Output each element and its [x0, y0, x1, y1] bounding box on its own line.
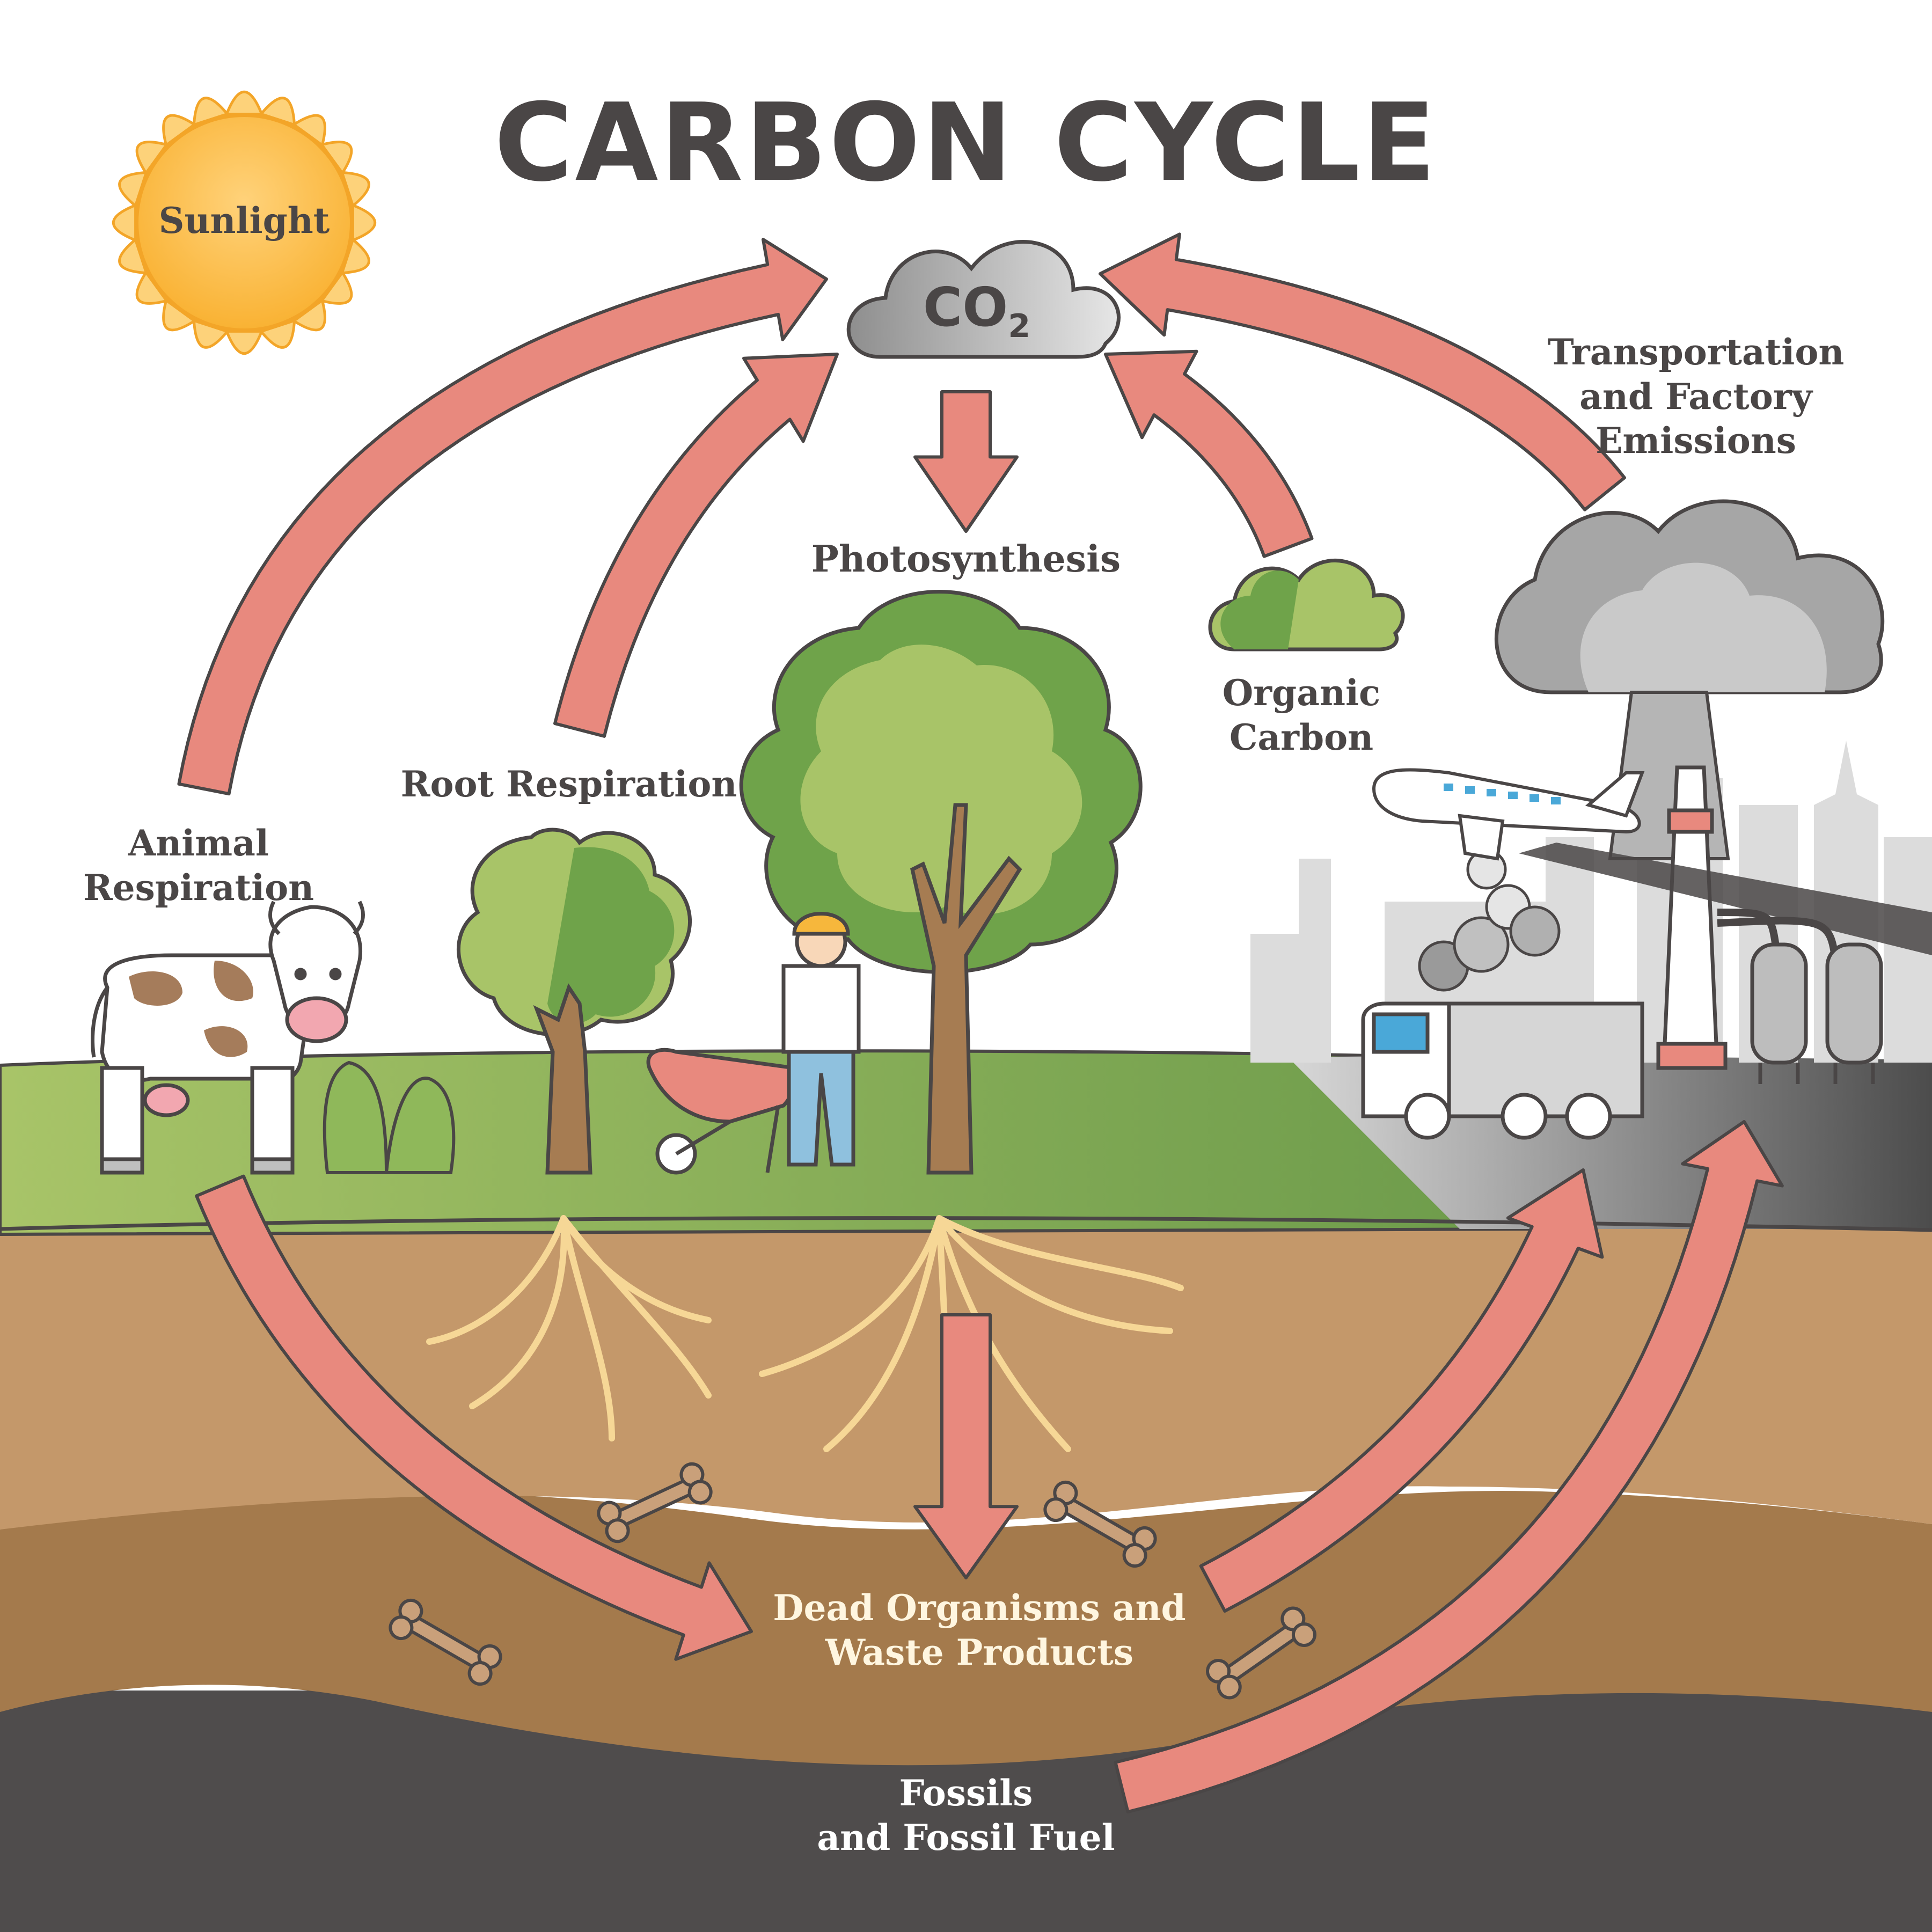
fossils-label: Fossils and Fossil Fuel: [817, 1772, 1115, 1858]
sun-ray: [224, 90, 264, 116]
shrubs: [323, 1060, 456, 1174]
sun-ray: [340, 171, 370, 208]
farmer-with-wheelbarrow: [646, 912, 861, 1175]
sun-ray: [259, 318, 296, 349]
arrow-animal-to-dead-organisms: [195, 1174, 753, 1661]
sun-ray: [118, 237, 149, 275]
sun-ray: [135, 270, 169, 305]
sunlight-label: Sunlight: [158, 200, 330, 241]
sun-illustration: [112, 90, 377, 355]
arrow-emissions-to-co2: [1099, 232, 1626, 511]
sun-ray: [319, 141, 353, 175]
cow: [91, 901, 365, 1175]
factory-smoke-cloud: [1494, 499, 1885, 860]
organic-carbon-label: Organic Carbon: [1222, 672, 1381, 758]
arrow-dead-organisms-to-emissions: [1199, 1168, 1604, 1613]
dead-organisms-label: Dead Organisms and Waste Products: [773, 1587, 1186, 1673]
transportation-label: Transportation and Factory Emissions: [1547, 331, 1845, 462]
sun-ray: [192, 97, 230, 127]
sun-ray: [162, 298, 197, 332]
sun-ray: [162, 114, 197, 148]
arrow-photosynthesis-to-dead-organisms: [913, 1313, 1019, 1579]
photosynthesis-label: Photosynthesis: [811, 538, 1121, 581]
airplane: [1372, 768, 1932, 955]
root-respiration-label: Root Respiration: [400, 763, 737, 805]
fossil-bones: [389, 1462, 1316, 1700]
co2-label: CO2: [923, 276, 1031, 345]
arrow-animal-respiration-to-co2: [177, 238, 828, 796]
background-layers: [0, 1049, 1932, 1932]
sun-ray: [340, 237, 370, 275]
sun-ray: [259, 97, 296, 127]
truck: [1361, 1001, 1644, 1140]
factory: [1656, 765, 1883, 1084]
sun-ray: [112, 203, 137, 243]
photosynthesis-tree: [739, 590, 1143, 1175]
smoke-puffs: [1418, 849, 1561, 992]
deep-soil-layer: [0, 1491, 1932, 1766]
arrow-fossils-to-emissions: [1114, 1120, 1784, 1814]
diagram-title: CARBON CYCLE: [494, 80, 1438, 206]
sun-ray: [291, 114, 326, 148]
animal-respiration-label: Animal Respiration: [83, 822, 314, 909]
sun-ray: [319, 270, 353, 305]
sun-ray: [351, 203, 377, 243]
arrow-root-respiration-to-co2: [553, 353, 839, 738]
sun-ray: [118, 171, 149, 208]
sun-ray: [192, 318, 230, 349]
arrow-co2-to-photosynthesis: [913, 390, 1019, 533]
small-tree: [457, 828, 692, 1175]
flow-arrows: [177, 232, 1784, 1814]
sun-ray: [135, 141, 169, 175]
sun-ray: [291, 298, 326, 332]
arrow-organic-carbon-to-co2: [1104, 349, 1314, 558]
organic-carbon-cloud: [1208, 559, 1405, 652]
co2-cloud: [846, 240, 1121, 359]
sun-ray: [224, 330, 264, 355]
